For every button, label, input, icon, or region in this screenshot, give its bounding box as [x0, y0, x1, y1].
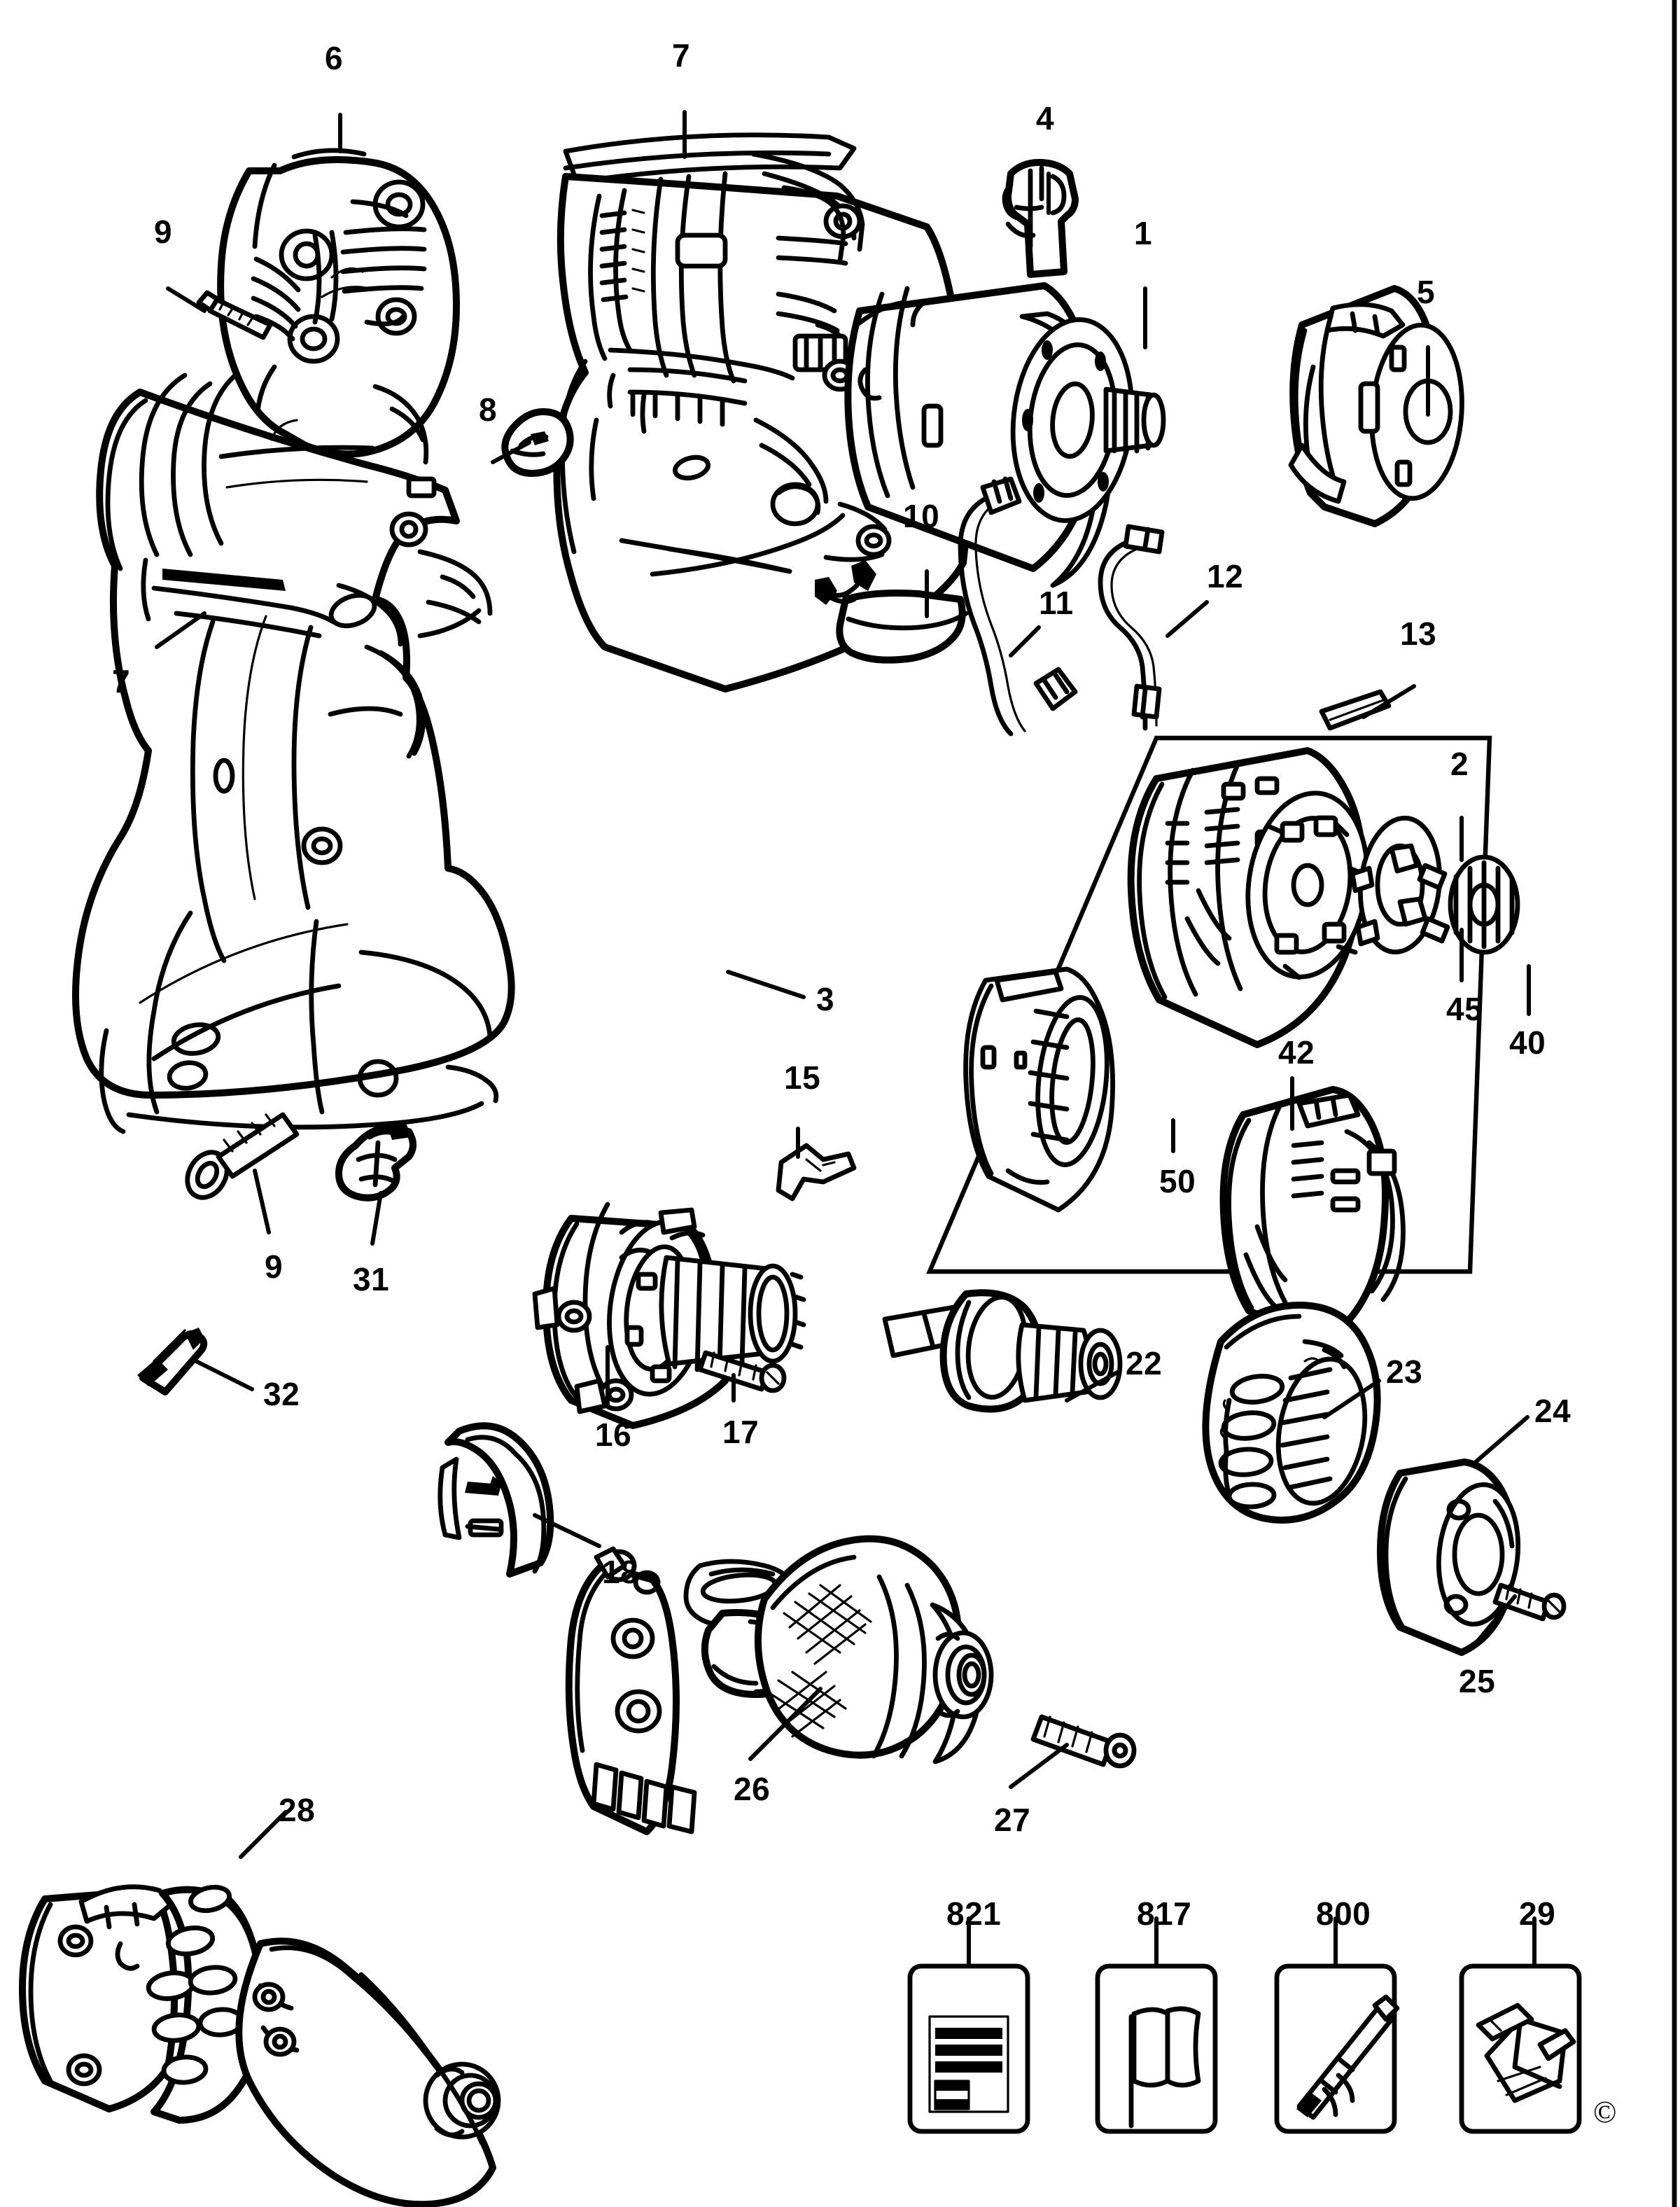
part-32-spring-pin [137, 1328, 208, 1395]
callout-switch-assembly: 3 [816, 981, 835, 1017]
accessory-box-29 [1459, 1963, 1582, 2134]
part-3-switch-assembly [565, 1546, 848, 1835]
callout-gearbox-assembly: 2 [1450, 746, 1469, 782]
accessory-box-821 [907, 1963, 1030, 2134]
part-18-clutch-band [438, 1422, 554, 1578]
callout-forward-reverse-button: 10 [903, 498, 940, 534]
callout-screw: 25 [1459, 1663, 1496, 1699]
part-7-housing-half-left [72, 364, 515, 1134]
copyright-mark: © [1593, 2095, 1617, 2129]
callout-screwdriver-bit-tool: 800 [1316, 1895, 1371, 1932]
part-24-output-bearing-housing [1377, 1458, 1521, 1656]
part-10-fwd-rev-button [815, 560, 969, 664]
callout-housing-half-left: 7 [112, 663, 131, 699]
callout-belt-clip: 29 [1519, 1895, 1556, 1932]
callout-spring-pin: 32 [263, 1376, 300, 1412]
callout-clutch-band: 18 [602, 1554, 639, 1590]
callout-speed-selector-slider: 8 [479, 391, 498, 428]
subpart-40-pinion-gear [1448, 854, 1520, 955]
part-2-gearbox-assembly-box [926, 735, 1520, 1345]
callout-gear-case-ring: 50 [1159, 1163, 1196, 1199]
part-12-wire-short [1098, 524, 1165, 731]
callout-instruction-manual: 817 [1137, 1895, 1192, 1932]
callout-pinion-gear: 40 [1509, 1024, 1546, 1061]
accessory-box-817 [1095, 1963, 1218, 2134]
callout-housing-half-right: 7 [672, 37, 691, 74]
callout-wire-lead-short: 12 [1207, 558, 1244, 594]
part-9-screw-top [196, 290, 273, 340]
subpart-clutch-body [1127, 747, 1370, 1048]
part-17-screw [697, 1350, 787, 1393]
part-22-spindle [882, 1289, 1123, 1413]
callout-clutch-collar: 23 [1386, 1353, 1423, 1390]
callout-warning-label: 821 [946, 1895, 1002, 1932]
callout-screw: 9 [154, 214, 173, 250]
part-23-clutch-collar [1202, 1302, 1381, 1524]
part-27-chuck-screw [1030, 1714, 1137, 1769]
callout-gearbox-and-chuck-assembly: 28 [279, 1792, 316, 1828]
part-16-gear-case [532, 1202, 806, 1429]
part-26-chuck [754, 1535, 994, 1764]
part-28-gearbox-chuck-assembly [19, 1884, 501, 2207]
part-6-gear-case-cover [217, 148, 460, 458]
subpart-42-clutch-ring [1219, 1086, 1406, 1345]
part-13-name-plate [1319, 689, 1392, 731]
part-9-screw-lower [185, 1112, 300, 1200]
callout-detent-lever: 15 [784, 1059, 821, 1096]
part-25-screw [1492, 1582, 1567, 1622]
callout-chuck: 26 [734, 1771, 771, 1807]
part-31-terminal-clip [335, 1123, 416, 1202]
part-5-motor-end-cap [1288, 285, 1464, 527]
callout-terminal-clip: 31 [353, 1261, 390, 1297]
subpart-45-carrier-plate [1350, 815, 1450, 955]
part-4-brush-holder [1002, 159, 1079, 278]
callout-screw: 17 [722, 1414, 760, 1450]
callout-name-plate: 13 [1400, 615, 1437, 652]
part-1-motor [844, 282, 1166, 588]
callout-output-bearing-housing: 24 [1534, 1393, 1572, 1429]
leader-lines [155, 110, 1536, 1968]
subpart-50-gear-case-ring [963, 966, 1115, 1213]
callout-chuck-screw: 27 [994, 1802, 1031, 1838]
callout-clutch-ring-assembly: 42 [1278, 1034, 1315, 1071]
part-11-wire-long [958, 476, 1078, 737]
callout-spindle: 22 [1126, 1345, 1163, 1381]
callout-gear-case: 16 [595, 1416, 632, 1453]
callout-wire-lead-long: 11 [1039, 585, 1074, 621]
accessory-box-800 [1274, 1963, 1400, 2134]
callout-brush-holder: 4 [1036, 100, 1055, 137]
callout-motor: 1 [1134, 215, 1153, 251]
callout-screw: 9 [265, 1248, 284, 1285]
callout-motor-end-cap: 5 [1417, 274, 1436, 310]
part-15-detent-lever [776, 1143, 857, 1202]
callout-gear-case-cover: 6 [325, 40, 344, 76]
part-8-speed-selector [501, 408, 574, 477]
callout-gear-carrier-plate: 45 [1446, 991, 1483, 1027]
